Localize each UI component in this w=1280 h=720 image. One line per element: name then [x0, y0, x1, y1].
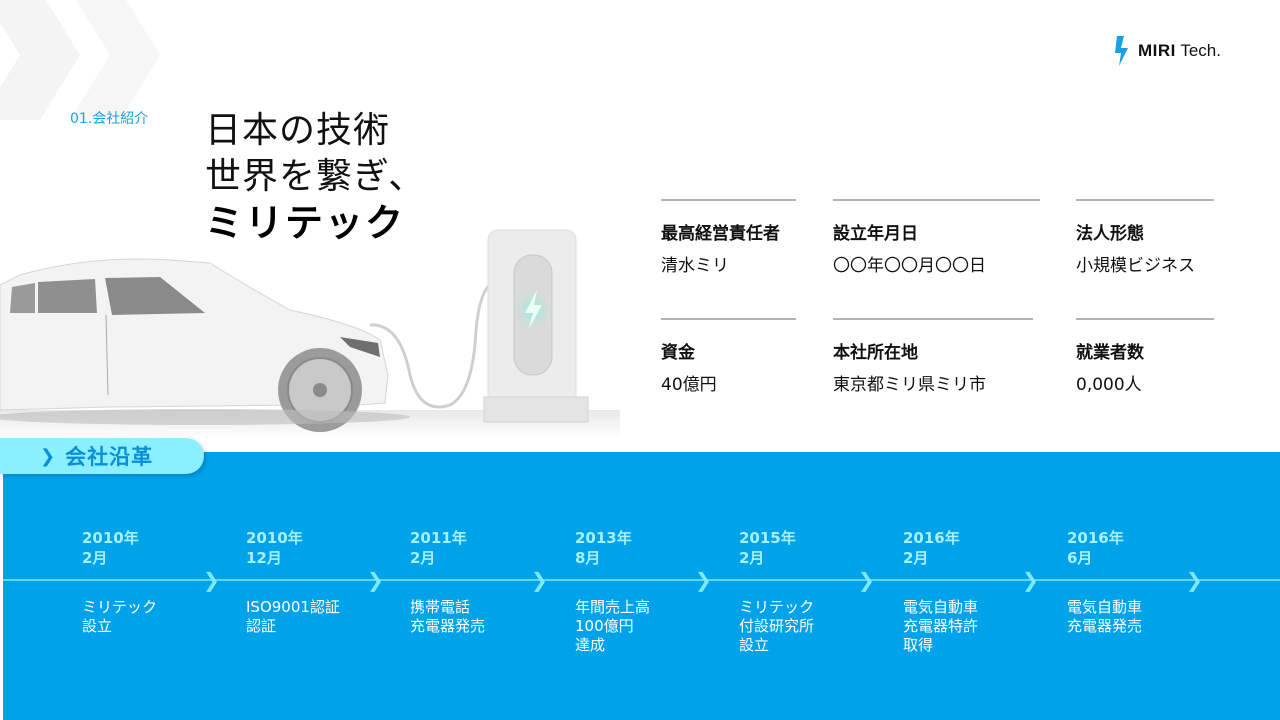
chevron-right-icon: ❯: [1022, 568, 1039, 592]
event-desc: 100億円: [575, 617, 634, 635]
event-desc: 携帯電話: [410, 598, 471, 616]
event-year: 2015年: [739, 529, 796, 547]
event-year: 2011年: [410, 529, 467, 547]
info-label: 法人形態: [1076, 224, 1144, 244]
event-desc: ISO9001認証: [246, 598, 340, 616]
info-value: 小規模ビジネス: [1076, 256, 1195, 276]
info-label: 就業者数: [1076, 343, 1144, 363]
timeline-event: 2016年 6月 電気自動車充電器発売: [1067, 528, 1217, 636]
event-desc: 設立: [82, 617, 113, 635]
info-label: 資金: [661, 343, 695, 363]
event-year: 2016年: [903, 529, 960, 547]
event-year: 2016年: [1067, 529, 1124, 547]
timeline-line: [3, 579, 1280, 581]
event-month: 6月: [1067, 549, 1093, 567]
info-capital: 資金 40億円: [661, 318, 796, 395]
info-label: 設立年月日: [833, 224, 918, 244]
event-desc: 充電器発売: [410, 617, 486, 635]
event-month: 2月: [410, 549, 436, 567]
event-month: 12月: [246, 549, 282, 567]
event-desc: 達成: [575, 636, 606, 654]
info-founded: 設立年月日 〇〇年〇〇月〇〇日: [833, 199, 1040, 276]
event-month: 2月: [903, 549, 929, 567]
timeline-event: 2010年 12月 ISO9001認証認証: [246, 528, 396, 636]
company-history-tab: ❯ 会社沿革: [0, 438, 204, 474]
logo-text: MIRI Tech.: [1138, 41, 1221, 60]
event-desc: ミリテック: [82, 598, 158, 616]
company-logo: MIRI Tech.: [1114, 36, 1221, 66]
headline-company-name: ミリテック: [205, 201, 406, 245]
chevron-right-icon: ❯: [858, 568, 875, 592]
info-entity-type: 法人形態 小規模ビジネス: [1076, 199, 1214, 276]
event-desc: 充電器発売: [1067, 617, 1143, 635]
timeline-event: 2010年 2月 ミリテック設立: [82, 528, 232, 636]
info-label: 本社所在地: [833, 343, 918, 363]
timeline-event: 2011年 2月 携帯電話充電器発売: [410, 528, 560, 636]
event-desc: 充電器特許: [903, 617, 979, 635]
chevron-right-icon: ❯: [40, 445, 56, 467]
event-desc: 年間売上高: [575, 598, 651, 616]
electric-car-charging-illustration: [0, 229, 620, 440]
company-history-panel: [3, 452, 1280, 720]
event-desc: 認証: [246, 617, 277, 635]
info-value: 0,000人: [1076, 375, 1142, 395]
info-value: 清水ミリ: [661, 256, 729, 276]
info-employees: 就業者数 0,000人: [1076, 318, 1214, 395]
info-label: 最高経営責任者: [661, 224, 780, 244]
event-month: 8月: [575, 549, 601, 567]
event-year: 2010年: [82, 529, 139, 547]
event-desc: ミリテック: [739, 598, 815, 616]
headline-line-1: 日本の技術: [205, 110, 391, 151]
event-desc: 設立: [739, 636, 770, 654]
event-month: 2月: [82, 549, 108, 567]
event-desc: 電気自動車: [1067, 598, 1143, 616]
chevron-right-icon: ❯: [695, 568, 712, 592]
headline: 日本の技術 世界を繋ぎ、 ミリテック: [205, 108, 425, 246]
event-desc: 取得: [903, 636, 934, 654]
history-title: 会社沿革: [65, 445, 154, 469]
timeline-event: 2015年 2月 ミリテック付設研究所設立: [739, 528, 889, 655]
chevron-right-icon: ❯: [1186, 568, 1203, 592]
event-month: 2月: [739, 549, 765, 567]
event-year: 2013年: [575, 529, 632, 547]
info-headquarters: 本社所在地 東京都ミリ県ミリ市: [833, 318, 1033, 395]
info-value: 東京都ミリ県ミリ市: [833, 375, 986, 395]
event-desc: 付設研究所: [739, 617, 815, 635]
info-value: 〇〇年〇〇月〇〇日: [833, 256, 986, 276]
info-ceo: 最高経営責任者 清水ミリ: [661, 199, 796, 276]
divider: [833, 199, 1040, 201]
event-year: 2010年: [246, 529, 303, 547]
divider: [661, 199, 796, 201]
chevron-right-icon: ❯: [203, 568, 220, 592]
divider: [833, 318, 1033, 320]
chevron-right-icon: ❯: [367, 568, 384, 592]
divider: [1076, 199, 1214, 201]
chevron-right-icon: ❯: [531, 568, 548, 592]
divider: [1076, 318, 1214, 320]
divider: [661, 318, 796, 320]
section-label: 01.会社紹介: [70, 111, 149, 127]
info-value: 40億円: [661, 375, 717, 395]
event-desc: 電気自動車: [903, 598, 979, 616]
lightning-bolt-icon: [1115, 36, 1128, 66]
headline-line-2: 世界を繋ぎ、: [205, 156, 426, 197]
timeline-event: 2016年 2月 電気自動車充電器特許取得: [903, 528, 1053, 655]
background-chevron-decoration: [0, 0, 160, 120]
